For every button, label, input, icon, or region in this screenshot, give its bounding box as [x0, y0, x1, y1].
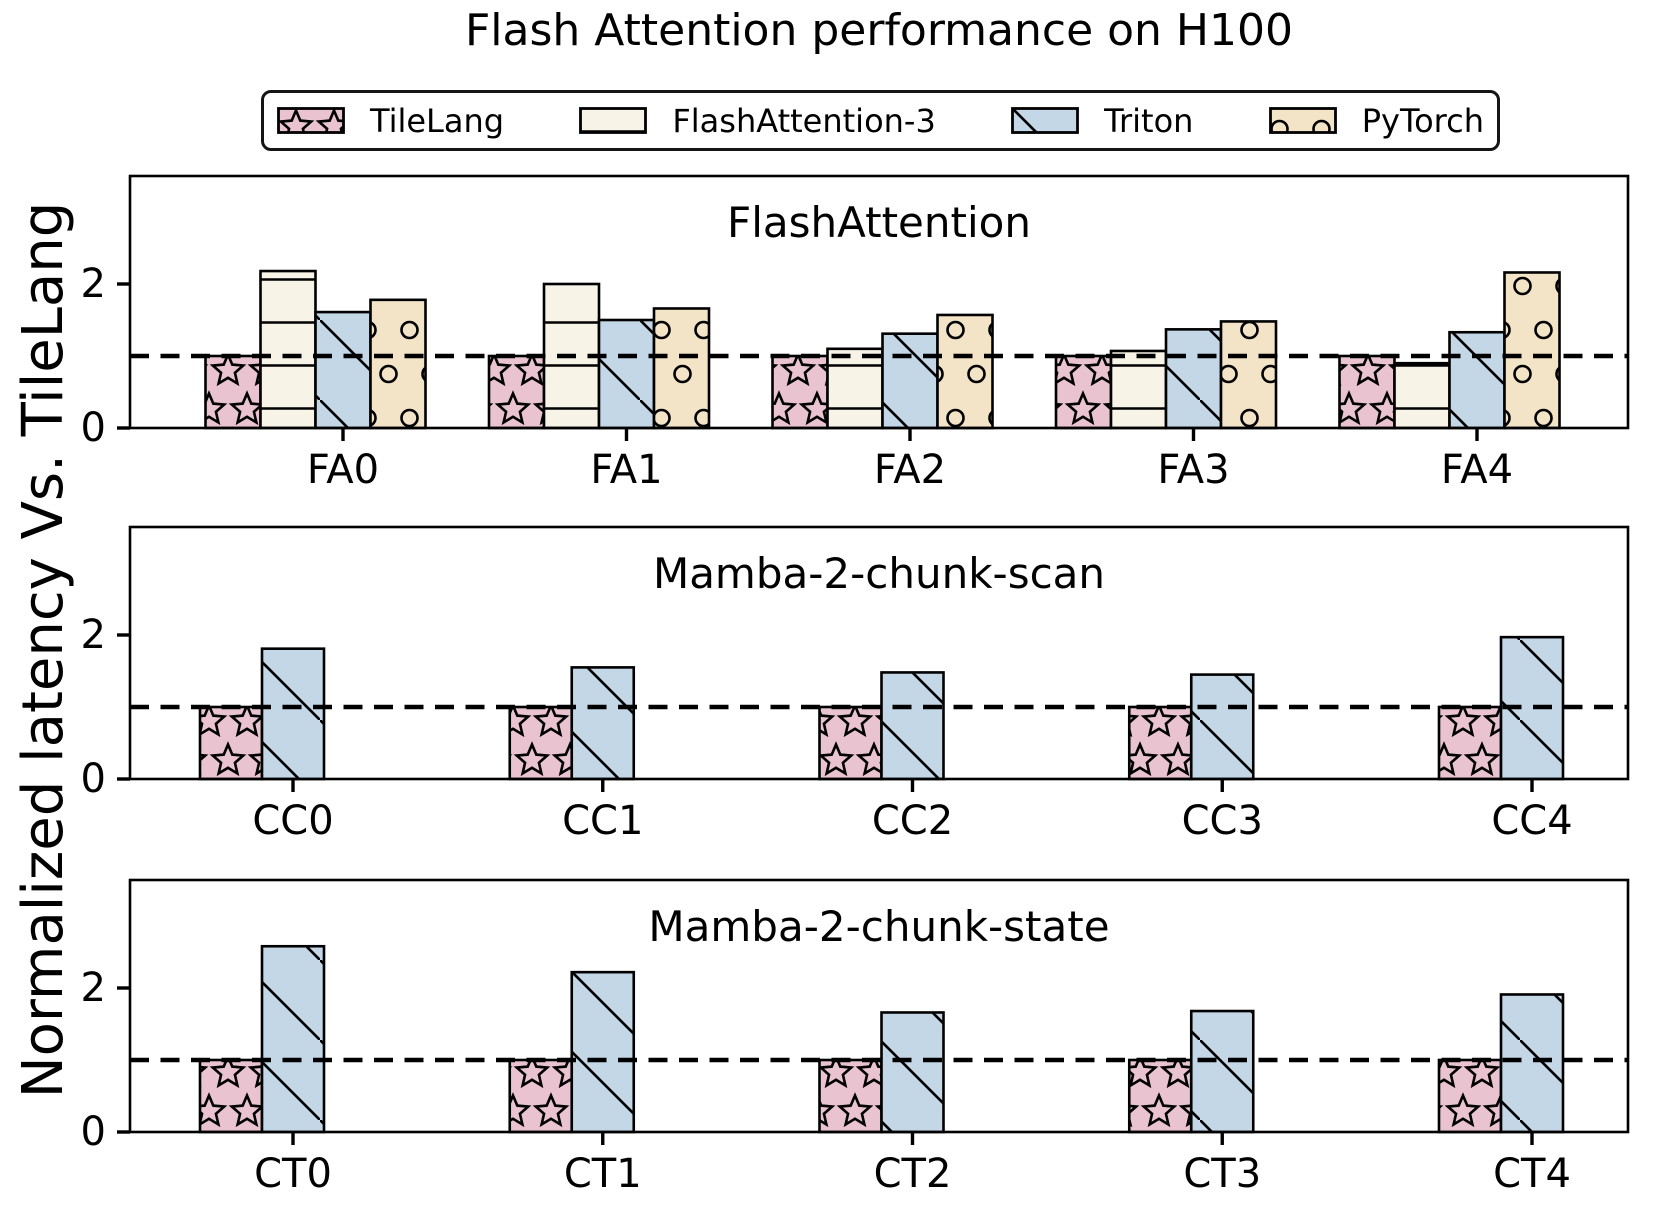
x-tick-label: CC2 [872, 798, 953, 844]
subplot-title: FlashAttention [727, 198, 1031, 247]
subplot-title: Mamba-2-chunk-scan [653, 549, 1105, 598]
x-tick-label: CT1 [564, 1151, 642, 1197]
axes-frame [128, 878, 1630, 1134]
x-tick-label: CT4 [1493, 1151, 1571, 1197]
legend-label: TileLang [370, 101, 505, 140]
x-tick-label: CC4 [1491, 798, 1572, 844]
x-tick-label: CC3 [1182, 798, 1263, 844]
y-tick-label: 0 [81, 405, 106, 451]
bar-tilelang-cc3 [1127, 705, 1193, 781]
bar-tilelang-ct2 [818, 1058, 883, 1134]
legend: TileLang FlashAttention-3 Triton PyTorch [261, 90, 1500, 151]
x-tick-label: FA3 [1157, 447, 1229, 493]
bar-triton-ct0 [260, 944, 326, 1134]
legend-label: Triton [1104, 101, 1194, 140]
bar-pytorch-fa1 [652, 307, 711, 430]
bar-triton-ct1 [570, 970, 636, 1134]
subplot-title: Mamba-2-chunk-state [648, 902, 1109, 951]
bar-pytorch-fa4 [1503, 271, 1561, 430]
bar-triton-fa1 [597, 318, 656, 430]
y-tick-label: 0 [81, 756, 106, 802]
bar-flashattention-3-fa3 [1109, 349, 1168, 430]
x-tick-label: CC1 [562, 798, 643, 844]
x-tick-label: CT3 [1183, 1151, 1261, 1197]
bar-triton-cc2 [880, 671, 945, 781]
legend-entry-tilelang: TileLang [277, 102, 504, 140]
legend-swatch-diag-icon [1011, 107, 1080, 134]
legend-entry-flashattention-3: FlashAttention-3 [579, 101, 936, 140]
y-tick-label: 2 [81, 261, 106, 307]
y-tick-label: 2 [81, 965, 106, 1011]
bar-tilelang-ct1 [508, 1058, 574, 1134]
x-tick-label: FA0 [307, 447, 379, 493]
bar-tilelang-cc2 [818, 705, 883, 781]
x-tick-label: FA4 [1441, 447, 1513, 493]
bar-tilelang-ct3 [1127, 1058, 1193, 1134]
bar-tilelang-fa2 [771, 354, 829, 430]
bar-flashattention-3-fa0 [259, 269, 317, 430]
x-tick-label: CT2 [874, 1151, 952, 1197]
bar-triton-cc3 [1189, 673, 1255, 781]
bar-pytorch-fa0 [369, 298, 427, 430]
bar-pytorch-fa2 [936, 313, 994, 430]
bar-tilelang-cc1 [508, 705, 574, 781]
legend-entry-pytorch: PyTorch [1268, 101, 1484, 140]
legend-swatch-star-icon [277, 107, 345, 134]
bar-triton-ct2 [880, 1011, 945, 1134]
bar-tilelang-ct0 [198, 1058, 264, 1134]
legend-label: PyTorch [1361, 101, 1484, 140]
bar-tilelang-fa1 [487, 354, 546, 430]
bar-tilelang-cc0 [198, 705, 264, 781]
figure-title: Flash Attention performance on H100 [465, 5, 1293, 56]
bar-triton-ct4 [1499, 993, 1565, 1134]
bar-tilelang-cc4 [1437, 705, 1503, 781]
legend-entry-triton: Triton [1011, 102, 1193, 140]
bar-tilelang-fa3 [1054, 354, 1113, 430]
legend-swatch-circle-icon [1268, 107, 1337, 134]
bar-triton-cc0 [260, 647, 326, 781]
legend-swatch-hline-icon [579, 107, 648, 134]
bar-triton-fa3 [1164, 328, 1223, 430]
legend-label: FlashAttention-3 [672, 101, 936, 140]
bar-pytorch-fa3 [1219, 320, 1278, 430]
bar-triton-cc1 [570, 666, 636, 781]
bar-flashattention-3-fa4 [1393, 361, 1451, 430]
bar-tilelang-fa0 [204, 354, 262, 430]
bar-triton-fa2 [881, 332, 939, 430]
x-tick-label: FA2 [874, 447, 946, 493]
x-tick-label: FA1 [590, 447, 662, 493]
y-tick-label: 0 [81, 1109, 106, 1155]
x-tick-label: CT0 [254, 1151, 332, 1197]
bar-tilelang-ct4 [1437, 1058, 1503, 1134]
bar-triton-fa4 [1448, 330, 1506, 430]
bar-triton-ct3 [1189, 1009, 1255, 1134]
x-tick-label: CC0 [252, 798, 333, 844]
y-tick-label: 2 [81, 612, 106, 658]
bar-flashattention-3-fa2 [826, 347, 884, 430]
bar-triton-fa0 [314, 310, 372, 430]
axes-frame [128, 525, 1630, 781]
bar-tilelang-fa4 [1338, 354, 1396, 430]
axes-frame [128, 174, 1630, 430]
